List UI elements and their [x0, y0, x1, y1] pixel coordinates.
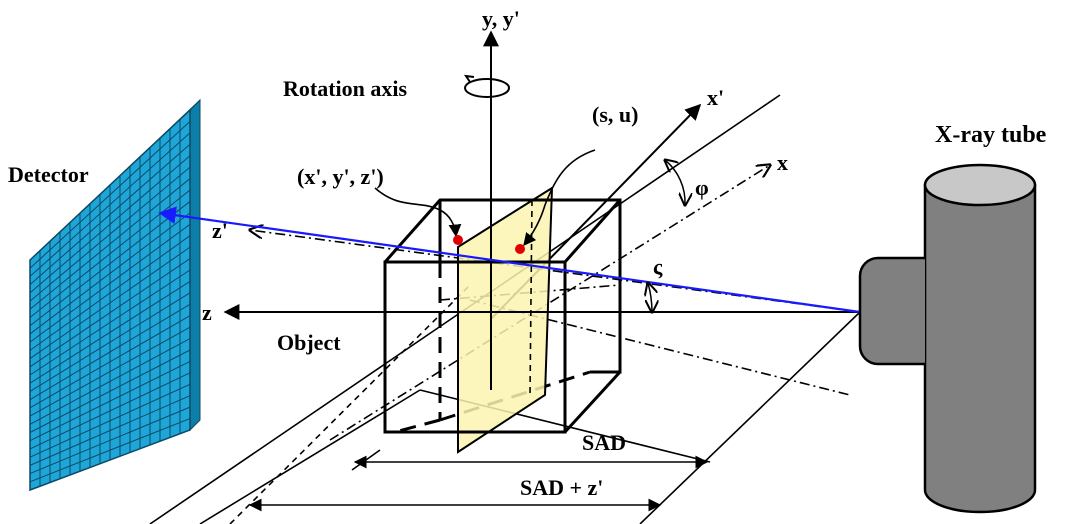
- label-xray-tube: X-ray tube: [935, 122, 1047, 148]
- xray-tube: [858, 163, 1037, 514]
- xray-beam: [158, 206, 861, 314]
- detector-grid-row: [29, 281, 191, 384]
- label-varsigma: ς: [653, 254, 663, 279]
- label-y-axis: y, y': [482, 6, 520, 31]
- leader-xyz: [374, 187, 462, 238]
- detector-grid-row: [29, 166, 191, 302]
- detector-grid-row: [29, 326, 191, 417]
- label-x-prime: x': [707, 85, 724, 110]
- detector-grid-row: [29, 406, 191, 475]
- xray-tube-body: [923, 183, 1037, 514]
- detector-grid-row: [29, 155, 191, 294]
- detector-grid-row: [29, 235, 191, 351]
- phi-angle-arc: [665, 160, 685, 205]
- label-object: Object: [277, 330, 341, 355]
- detector-grid-row: [29, 132, 191, 277]
- label-z-prime: z': [212, 218, 228, 243]
- label-z: z: [202, 300, 212, 325]
- ground-line-right: [639, 311, 861, 524]
- detector-grid-row: [29, 360, 191, 442]
- detector-grid-row: [29, 395, 191, 466]
- detector-grid-row: [29, 246, 191, 359]
- label-su: (s, u): [592, 102, 638, 127]
- detector-grid-row: [29, 143, 191, 286]
- detector: [29, 98, 201, 492]
- detector-grid-row: [29, 349, 191, 433]
- point-xyz-prime: [453, 235, 463, 245]
- detector-grid-row: [29, 269, 191, 376]
- detector-grid-row: [29, 372, 191, 450]
- xray-tube-top: [923, 163, 1037, 207]
- label-sad-plus-z: SAD + z': [520, 475, 603, 500]
- xray-tube-port: [858, 256, 925, 366]
- detector-side: [189, 98, 201, 432]
- detector-grid-row: [29, 121, 191, 269]
- detector-grid-row: [29, 338, 191, 425]
- detector-grid-row: [29, 303, 191, 401]
- detector-grid-row: [29, 292, 191, 392]
- detector-grid: [29, 119, 191, 487]
- varsigma-angle-arc: [648, 283, 652, 312]
- detector-grid-row: [29, 258, 191, 368]
- ground-line-sad-left: [351, 449, 381, 471]
- ground-line-left: [199, 389, 421, 524]
- detector-grid-row: [29, 315, 191, 409]
- detector-grid-row: [29, 178, 191, 310]
- detector-grid-row: [29, 383, 191, 458]
- cube-hidden-edge: [394, 418, 441, 434]
- detector-grid-row: [29, 223, 191, 343]
- label-xyz-prime: (x', y', z'): [297, 164, 384, 189]
- label-x: x: [777, 150, 788, 175]
- x-axis: [329, 165, 770, 441]
- object-cube: [383, 198, 622, 434]
- dashed-diagonal: [229, 284, 471, 524]
- leader-su: [523, 149, 596, 246]
- label-rotation-axis: Rotation axis: [283, 76, 408, 101]
- detector-plane-slice: [457, 186, 554, 454]
- label-phi: φ: [695, 175, 709, 200]
- detector-grid-row: [29, 212, 191, 335]
- point-su: [515, 244, 525, 254]
- detector-grid-row: [29, 418, 191, 483]
- label-detector: Detector: [8, 162, 89, 187]
- label-sad: SAD: [582, 430, 626, 455]
- rotation-arrow-icon: [463, 74, 510, 98]
